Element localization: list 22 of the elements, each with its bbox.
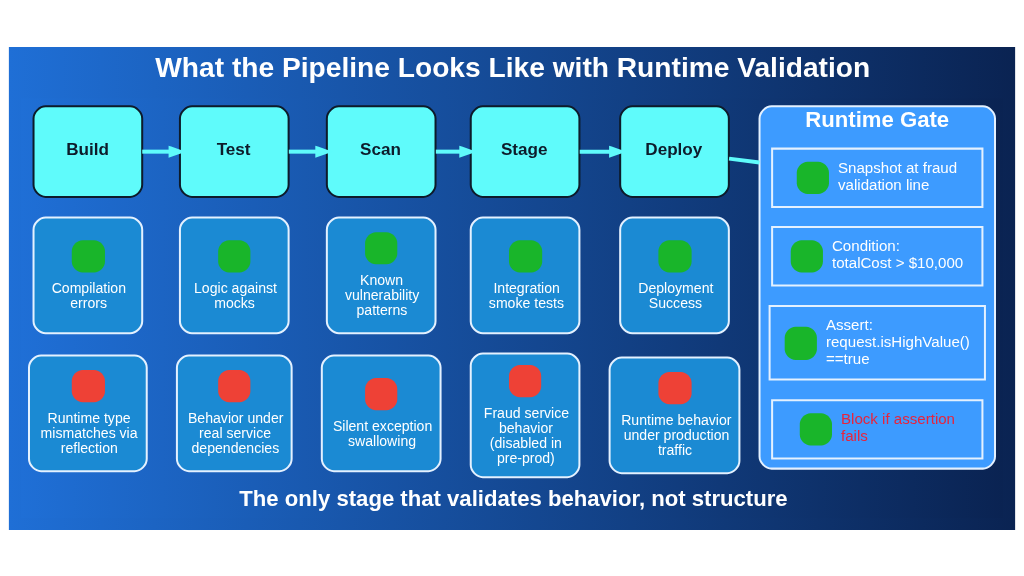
node-box: Integration smoke tests: [469, 216, 581, 334]
node-box: Runtime behavior under production traffic: [608, 355, 741, 474]
node-box: Condition: totalCost > $10,000: [771, 225, 984, 286]
node-box: Deploy: [619, 104, 730, 198]
connector: [728, 156, 760, 165]
node-box: Logic against mocks: [178, 216, 290, 334]
node-box: Runtime type mismatches via reflection: [28, 353, 148, 472]
node-box: Silent exception swallowing: [320, 353, 442, 472]
node-box: Block if assertion fails: [771, 398, 984, 460]
node-box: Compilation errors: [32, 216, 144, 334]
node-box: Test: [178, 104, 290, 198]
node-box: Snapshot at fraud validation line: [771, 147, 984, 208]
node-box: Known vulnerability patterns: [325, 216, 437, 334]
node-box: Build: [32, 104, 144, 198]
diagram-title: What the Pipeline Looks Like with Runtime Validation: [155, 50, 871, 83]
node-box: Scan: [325, 104, 437, 198]
node-box: Assert: request.isHighValue() ==true: [768, 304, 986, 381]
node-box: Fraud service behavior (disabled in pre-prod): [469, 351, 581, 478]
caption: The only stage that validates behavior, not structure: [239, 485, 788, 511]
node-box: Deployment Success: [619, 216, 730, 334]
node-box: Stage: [469, 104, 581, 198]
node-box: Behavior under real service dependencies: [175, 353, 293, 472]
